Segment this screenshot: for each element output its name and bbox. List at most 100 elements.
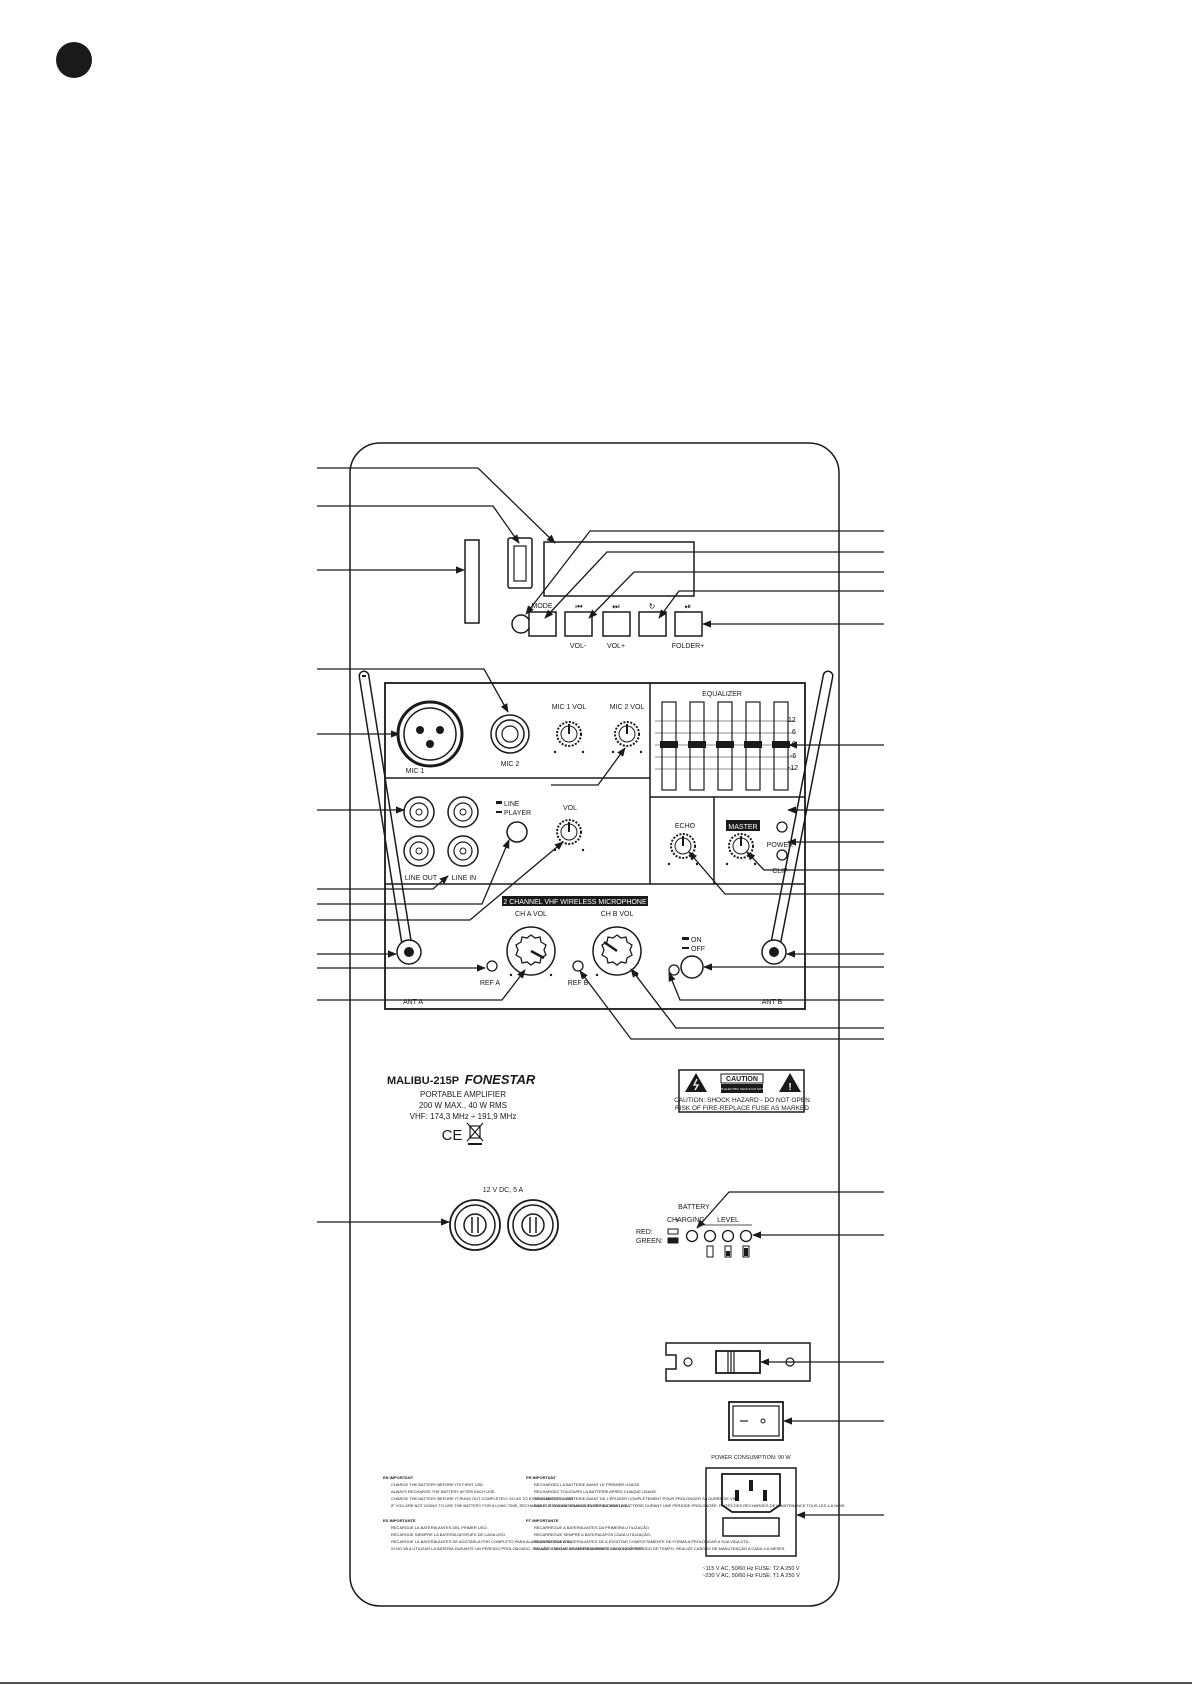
rocker-on-mark (760, 1418, 766, 1424)
ref-b-label: REF B (568, 980, 589, 987)
play-pause-button[interactable] (674, 611, 703, 637)
on-marker (682, 937, 689, 940)
mic1-vol-knob[interactable] (553, 721, 585, 754)
callout-right-ir-sensor (525, 530, 884, 615)
line-out-rca-jacks[interactable] (403, 796, 435, 867)
next-icon: ⏭ (612, 602, 619, 611)
note-es-title: ES IMPORTANTE (383, 1518, 416, 1523)
exclamation-warning-icon (779, 1073, 801, 1092)
fuse-holder[interactable] (722, 1517, 780, 1537)
ch-a-vol-label: CH A VOL (515, 911, 547, 918)
shock-bolt-icon (692, 1078, 700, 1091)
control-panel-frame (384, 682, 806, 1010)
ref-b-led (572, 960, 584, 972)
note-en-line-2: ALWAYS RECHARGE THE BATTERY AFTER EACH U… (391, 1489, 496, 1494)
mic1-xlr-input[interactable] (396, 700, 464, 768)
note-es-line-4: SI NO VA A UTILIZAR LA BATERÍA DURANTE U… (391, 1546, 644, 1551)
product-vhf: VHF: 174,3 MHz ÷ 191,9 MHz (410, 1112, 517, 1121)
ch-b-dot-left (595, 973, 599, 977)
ce-mark: CE (442, 1127, 463, 1144)
mode-button[interactable] (528, 611, 557, 637)
player-label: PLAYER (504, 810, 531, 817)
mic2-vol-knob[interactable] (611, 721, 643, 754)
antenna-a[interactable] (358, 670, 422, 965)
wireless-title: 2 CHANNEL VHF WIRELESS MICROPHONE (503, 899, 647, 906)
battery-title: BATTERY (678, 1204, 710, 1211)
prev-icon: ⏮ (575, 602, 582, 611)
note-en-line-4: IF YOU ARE NOT GOING TO USE THE BATTERY … (391, 1503, 628, 1508)
ch-a-dot-left (509, 973, 513, 977)
callout-right-mode (544, 551, 884, 619)
next-button[interactable] (602, 611, 631, 637)
wireless-on-off-switch[interactable] (680, 955, 704, 979)
equalizer-title: EQUALIZER (702, 691, 742, 698)
eq-scale-12: 12 (788, 717, 796, 724)
note-pt-line-3: RECARREGUE A BATERIA ANTES DE A ESGOTAR … (534, 1539, 750, 1544)
prev-button[interactable] (564, 611, 593, 637)
mic2-jack-input[interactable] (490, 714, 530, 754)
off-marker (682, 947, 689, 949)
mic2-label: MIC 2 (501, 761, 520, 768)
level-led-2 (721, 1229, 735, 1243)
master-label: MASTER (728, 824, 757, 831)
callout-right-charging (696, 1191, 884, 1229)
voltage-line-2: ~230 V AC, 50/60 Hz FUSE: T1 A 250 V (702, 1573, 800, 1579)
power-led (776, 821, 788, 833)
equalizer-sliders[interactable] (655, 701, 795, 791)
line-in-rca-jacks[interactable] (447, 796, 479, 867)
dc-input-terminal-1[interactable] (449, 1199, 501, 1251)
eq-scale-6: 6 (792, 729, 796, 736)
red-label: RED: (636, 1229, 653, 1236)
line-vol-knob[interactable] (553, 819, 585, 852)
ch-b-vol-label: CH B VOL (601, 911, 634, 918)
master-knob[interactable] (725, 833, 757, 866)
usb-port-inner (513, 545, 527, 582)
page-marker-dot (56, 42, 92, 78)
line-player-switch[interactable] (506, 821, 528, 843)
note-fr-title: FR IMPORTANT (526, 1475, 556, 1480)
charging-label: CHARGING (667, 1217, 705, 1224)
note-fr-line-4: DANS LE CAS OÙ VOUS N'UTILISERIEZ PAS LA… (534, 1503, 846, 1508)
antenna-b[interactable] (761, 670, 834, 965)
play-pause-icon: ⏯ (685, 602, 691, 611)
caution-title: CAUTION (726, 1076, 758, 1083)
note-en-line-1: CHARGE THE BATTERY BEFORE ITS FIRST USE. (391, 1482, 484, 1487)
power-label: POWER (767, 842, 793, 849)
mic2-vol-label: MIC 2 VOL (610, 704, 645, 711)
repeat-icon: ↻ (649, 602, 656, 611)
callout-right-ref-b (579, 970, 884, 1040)
callout-left-display (317, 467, 556, 544)
dc-input-terminal-2[interactable] (507, 1199, 559, 1251)
mic1-vol-label: MIC 1 VOL (552, 704, 587, 711)
folder-plus-label: FOLDER+ (672, 643, 704, 650)
callout-right-ch-b-vol (630, 968, 884, 1029)
voltage-selector-switch[interactable] (715, 1350, 761, 1374)
off-label: OFF (691, 946, 705, 953)
ch-b-vol-knob[interactable] (592, 926, 642, 976)
ant-b-label: ANT B (762, 999, 783, 1006)
ch-a-dot-right (549, 973, 553, 977)
ac-socket-outline (721, 1473, 781, 1513)
product-description: PORTABLE AMPLIFIER (420, 1090, 506, 1099)
callout-right-status-led (668, 972, 884, 1001)
on-label: ON (691, 937, 702, 944)
master-label-bg (726, 820, 760, 831)
eq-scale-minus12: -12 (788, 765, 798, 772)
level-3-battery-fill (744, 1248, 748, 1256)
callout-left-mic-vol (551, 747, 626, 786)
caution-small-bg (721, 1084, 763, 1093)
repeat-button[interactable] (638, 611, 667, 637)
caution-line1: CAUTION: SHOCK HAZARD - DO NOT OPEN (674, 1097, 810, 1104)
sd-card-slot[interactable] (464, 539, 480, 624)
rear-panel-outline (349, 442, 840, 1607)
remote-ir-sensor (511, 614, 531, 634)
echo-knob[interactable] (667, 833, 699, 866)
selector-screw-left (683, 1357, 693, 1367)
exclamation-mark: ! (788, 1082, 791, 1093)
ch-a-vol-knob[interactable] (506, 926, 556, 976)
vol-minus-label: VOL- (570, 643, 587, 650)
note-en-title: EN IMPORTANT (383, 1475, 414, 1480)
clip-label: CLIP (772, 868, 788, 875)
callout-left-ch-a-vol (317, 969, 526, 1001)
note-pt-line-1: RECARREGUE A BATERIA ANTES DA PRIMEIRA U… (534, 1525, 650, 1530)
